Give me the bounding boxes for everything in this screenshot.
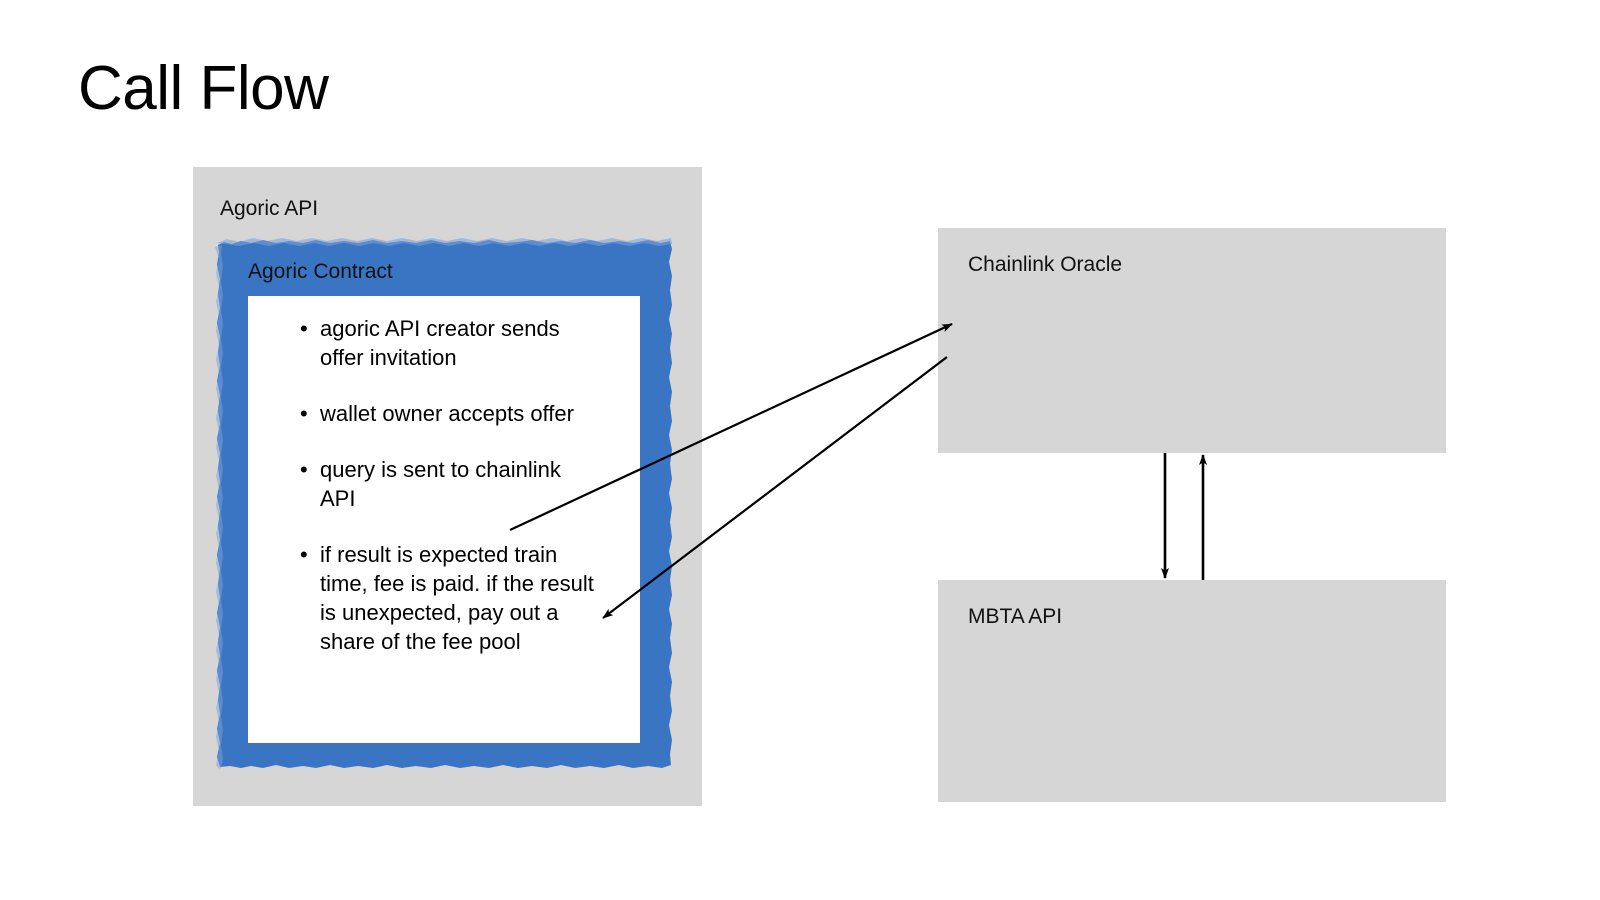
chainlink-oracle-label: Chainlink Oracle [968,253,1123,276]
list-item-text: query is sent to chainlink API [320,457,561,511]
mbta-api-container: MBTA API [938,580,1446,802]
chainlink-oracle-container: Chainlink Oracle [938,228,1446,453]
bullet-marker-icon: • [300,542,308,567]
list-item: • wallet owner accepts offer [300,399,600,428]
list-item: • query is sent to chainlink API [300,455,600,513]
page-title: Call Flow [78,54,329,123]
contract-bullet-list: • agoric API creator sends offer invitat… [300,314,600,656]
bullet-marker-icon: • [300,457,308,482]
agoric-api-container: Agoric API Agoric Contract • agoric API … [193,167,702,806]
list-item-text: if result is expected train time, fee is… [320,542,594,654]
bullet-marker-icon: • [300,401,308,426]
bullet-marker-icon: • [300,316,308,341]
contract-body-panel: • agoric API creator sends offer invitat… [248,296,640,743]
list-item: • if result is expected train time, fee … [300,540,600,656]
agoric-contract-label: Agoric Contract [248,260,393,283]
list-item-text: agoric API creator sends offer invitatio… [320,316,560,370]
agoric-contract-container: Agoric Contract • agoric API creator sen… [215,237,674,771]
mbta-api-label: MBTA API [968,605,1063,628]
list-item: • agoric API creator sends offer invitat… [300,314,600,372]
agoric-api-label: Agoric API [220,197,319,220]
list-item-text: wallet owner accepts offer [320,401,574,426]
